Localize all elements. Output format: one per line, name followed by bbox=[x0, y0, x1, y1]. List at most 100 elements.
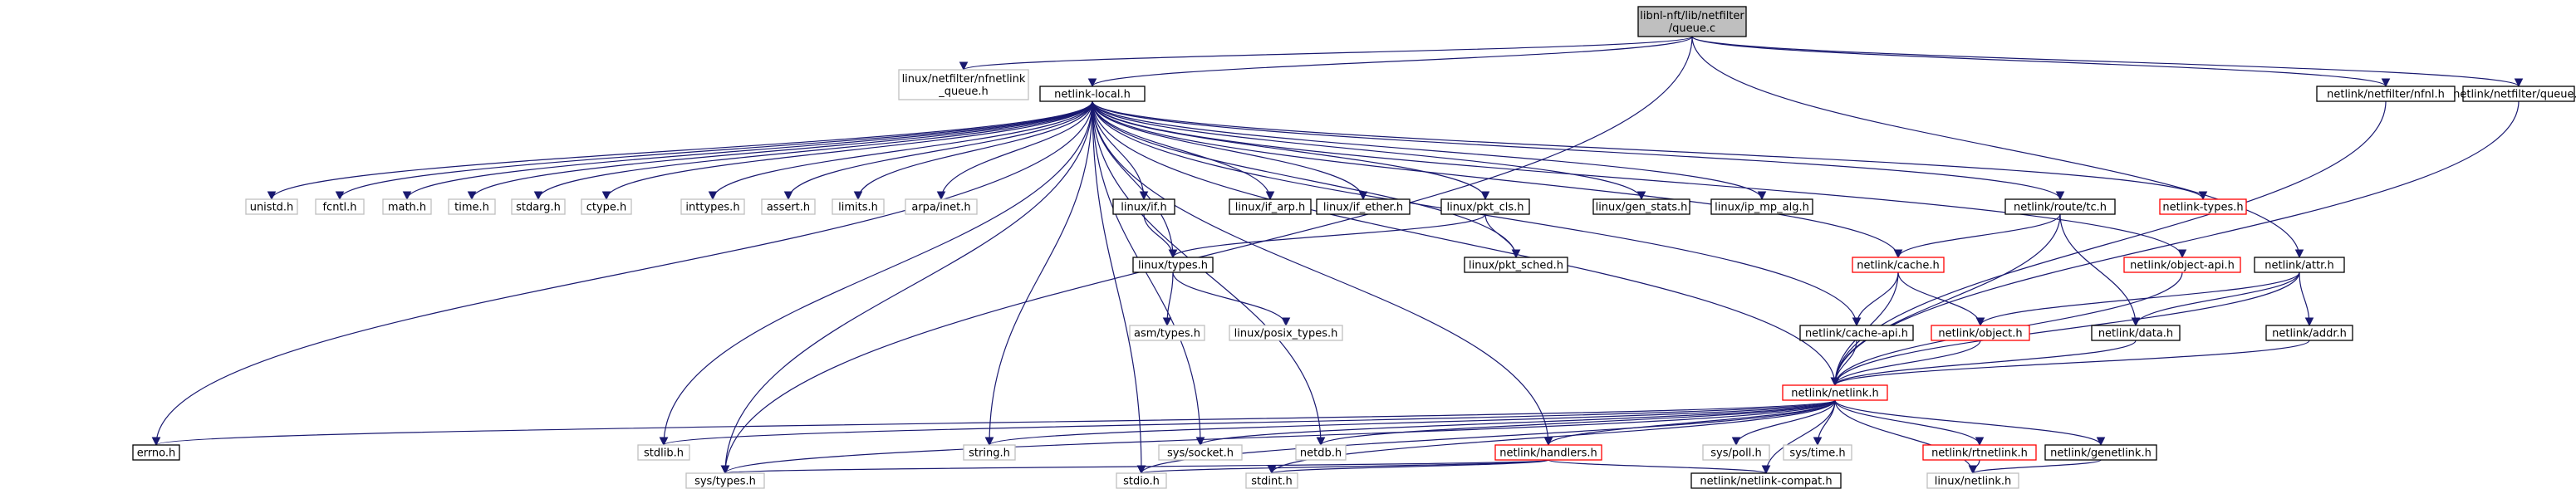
node-if_ether-label: linux/if_ether.h bbox=[1323, 202, 1403, 214]
node-time: time.h bbox=[448, 198, 496, 215]
node-object_h-box bbox=[1931, 325, 2030, 341]
node-stdlib-label: stdlib.h bbox=[644, 447, 684, 460]
node-object_h[interactable]: netlink/object.h bbox=[1931, 325, 2030, 341]
node-genetlink[interactable]: netlink/genetlink.h bbox=[2044, 444, 2157, 461]
edge-addr_h-to-netlink_h bbox=[1830, 340, 2310, 387]
edge-object_h-to-netlink_h bbox=[1830, 340, 1981, 387]
node-unistd-label: unistd.h bbox=[250, 202, 294, 214]
edge-route_tc-to-netlink_h bbox=[1830, 213, 2061, 387]
edge-queue_c-to-queue_h bbox=[1691, 36, 2524, 88]
node-linux_if-label: linux/if.h bbox=[1121, 202, 1166, 214]
node-cache_api[interactable]: netlink/cache-api.h bbox=[1799, 325, 1914, 341]
node-object_api-label: netlink/object-api.h bbox=[2130, 260, 2235, 272]
node-string-box bbox=[963, 444, 1016, 461]
edge-netlink_h-to-sys_socket bbox=[1195, 399, 1836, 447]
node-time-box bbox=[448, 198, 496, 215]
node-netdb: netdb.h bbox=[1295, 444, 1347, 461]
node-math-box bbox=[382, 198, 432, 215]
node-linux_types-label: linux/types.h bbox=[1138, 260, 1208, 272]
node-netlink_types-label: netlink-types.h bbox=[2162, 202, 2243, 214]
edge-netlink_h-to-stdlib bbox=[660, 399, 1836, 447]
edge-pkt_cls-to-pkt_sched bbox=[1484, 213, 1521, 259]
node-genetlink-label: netlink/genetlink.h bbox=[2050, 447, 2152, 460]
node-arpa_inet-label: arpa/inet.h bbox=[911, 202, 970, 214]
node-netlink_h[interactable]: netlink/netlink.h bbox=[1782, 384, 1888, 401]
node-queue_c[interactable]: libnl-nft/lib/netfilter/queue.c bbox=[1637, 6, 1747, 37]
node-handlers-box bbox=[1494, 444, 1602, 461]
node-ip_mp_alg[interactable]: linux/ip_mp_alg.h bbox=[1710, 198, 1813, 215]
node-inttypes: inttypes.h bbox=[680, 198, 745, 215]
node-netlink_compat-box bbox=[1690, 472, 1842, 489]
node-queue_h-box bbox=[2462, 86, 2575, 102]
node-errno[interactable]: errno.h bbox=[132, 444, 180, 461]
node-pkt_cls[interactable]: linux/pkt_cls.h bbox=[1440, 198, 1530, 215]
node-ip_mp_alg-box bbox=[1710, 198, 1813, 215]
node-string-label: string.h bbox=[969, 447, 1010, 460]
node-netlink_compat[interactable]: netlink/netlink-compat.h bbox=[1690, 472, 1842, 489]
edge-netlink_h-to-sys_poll bbox=[1731, 399, 1836, 447]
edge-handlers-to-netlink_compat bbox=[1548, 459, 1771, 475]
node-math-label: math.h bbox=[388, 202, 426, 214]
node-nfnetlink_queue: linux/netfilter/nfnetlink_queue.h bbox=[898, 69, 1029, 100]
node-attr_h[interactable]: netlink/attr.h bbox=[2254, 257, 2345, 273]
node-object_api-box bbox=[2123, 257, 2241, 273]
node-cache_h[interactable]: netlink/cache.h bbox=[1852, 257, 1945, 273]
edge-netlink_local-to-if_arp bbox=[1092, 100, 1275, 201]
node-time-label: time.h bbox=[454, 202, 489, 214]
node-pkt_sched-label: linux/pkt_sched.h bbox=[1469, 260, 1563, 272]
edge-attr_h-to-netlink_h bbox=[1830, 271, 2300, 387]
node-if_arp[interactable]: linux/if_arp.h bbox=[1229, 198, 1312, 215]
node-object_api[interactable]: netlink/object-api.h bbox=[2123, 257, 2241, 273]
node-data_h[interactable]: netlink/data.h bbox=[2091, 325, 2181, 341]
edge-netlink_local-to-netdb bbox=[1092, 100, 1326, 447]
edge-netlink_local-to-gen_stats bbox=[1092, 100, 1646, 201]
node-ip_mp_alg-label: linux/ip_mp_alg.h bbox=[1715, 202, 1809, 214]
node-sys_time-label: sys/time.h bbox=[1789, 447, 1845, 460]
node-limits: limits.h bbox=[832, 198, 885, 215]
edge-netlink_h-to-stdint bbox=[1267, 399, 1836, 475]
node-handlers[interactable]: netlink/handlers.h bbox=[1494, 444, 1602, 461]
edge-nfnl_h-to-netlink_h bbox=[1830, 100, 2387, 387]
node-stdarg-label: stdarg.h bbox=[516, 202, 561, 214]
node-string: string.h bbox=[963, 444, 1016, 461]
node-nfnl_h[interactable]: netlink/netfilter/nfnl.h bbox=[2316, 86, 2456, 102]
node-pkt_sched[interactable]: linux/pkt_sched.h bbox=[1464, 257, 1568, 273]
edge-netlink_local-to-unistd bbox=[267, 100, 1093, 201]
node-gen_stats[interactable]: linux/gen_stats.h bbox=[1592, 198, 1690, 215]
node-linux_types[interactable]: linux/types.h bbox=[1132, 257, 1214, 273]
node-math: math.h bbox=[382, 198, 432, 215]
edge-netlink_h-to-sys_types bbox=[720, 399, 1836, 475]
edge-netlink_local-to-stdio bbox=[1092, 100, 1146, 475]
node-route_tc[interactable]: netlink/route/tc.h bbox=[2004, 198, 2116, 215]
node-netlink_types[interactable]: netlink-types.h bbox=[2159, 198, 2247, 215]
node-handlers-label: netlink/handlers.h bbox=[1499, 447, 1597, 460]
edge-netlink_local-to-if_ether bbox=[1092, 100, 1368, 201]
node-rtnetlink[interactable]: netlink/rtnetlink.h bbox=[1922, 444, 2037, 461]
node-netlink_local-label: netlink-local.h bbox=[1054, 89, 1131, 101]
edge-netlink_local-to-errno bbox=[151, 100, 1093, 447]
node-stdint-box bbox=[1245, 472, 1298, 489]
edge-attr_h-to-addr_h bbox=[2299, 271, 2314, 327]
node-netlink_local[interactable]: netlink-local.h bbox=[1039, 86, 1146, 102]
node-fcntl-label: fcntl.h bbox=[322, 202, 356, 214]
node-sys_time-box bbox=[1783, 444, 1852, 461]
edge-netlink_local-to-limits bbox=[853, 100, 1093, 201]
edge-linux_types-to-posix_types bbox=[1172, 271, 1291, 327]
edge-queue_c-to-sys_types bbox=[720, 36, 1693, 475]
node-sys_types-box bbox=[685, 472, 765, 489]
node-stdarg-box bbox=[511, 198, 566, 215]
edge-netlink_local-to-string bbox=[984, 100, 1093, 447]
node-netlink_h-label: netlink/netlink.h bbox=[1791, 388, 1878, 400]
node-sys_socket-label: sys/socket.h bbox=[1167, 447, 1234, 460]
edge-genetlink-to-linux_netlink bbox=[1968, 459, 2102, 475]
node-addr_h[interactable]: netlink/addr.h bbox=[2265, 325, 2353, 341]
node-unistd: unistd.h bbox=[245, 198, 298, 215]
edge-netlink_h-to-genetlink bbox=[1834, 399, 2106, 447]
node-queue_c-label: /queue.c bbox=[1669, 22, 1715, 35]
node-pkt_cls-label: linux/pkt_cls.h bbox=[1446, 202, 1524, 214]
node-queue_h[interactable]: netlink/netfilter/queue.h bbox=[2453, 86, 2576, 102]
node-if_ether[interactable]: linux/if_ether.h bbox=[1316, 198, 1411, 215]
node-linux_if[interactable]: linux/if.h bbox=[1112, 198, 1175, 215]
node-netdb-box bbox=[1295, 444, 1347, 461]
